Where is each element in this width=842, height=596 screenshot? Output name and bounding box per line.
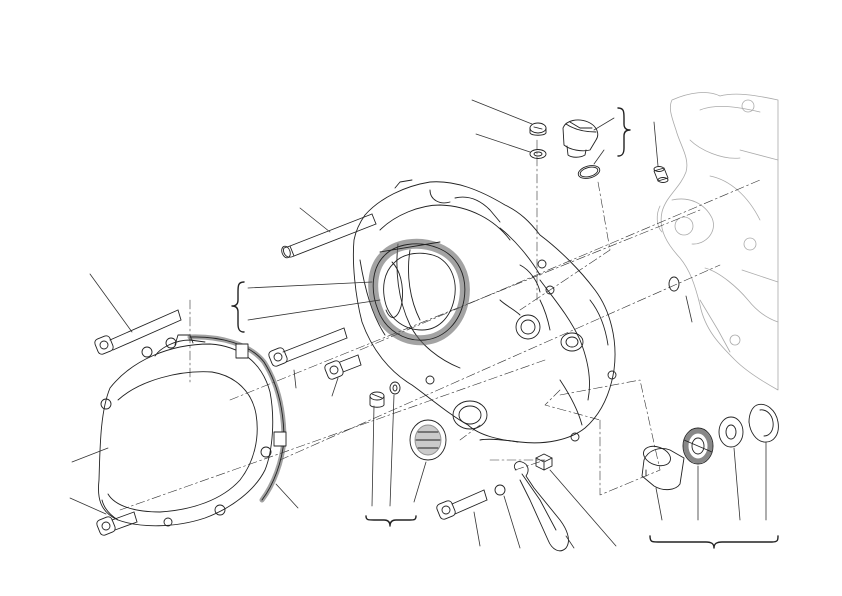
crankcase-outline — [656, 92, 779, 391]
small-ring — [494, 484, 506, 496]
assembly-axis-lines — [119, 139, 761, 511]
large-oil-seal — [368, 238, 470, 346]
long-screw-mid — [268, 327, 348, 367]
group-braces — [231, 107, 779, 549]
clutch-cover — [98, 334, 274, 527]
crankcase-cover — [352, 179, 617, 444]
sealing-washer — [529, 149, 547, 159]
long-screw-top — [281, 213, 377, 259]
o-ring-right — [668, 276, 680, 292]
brace-top-right — [617, 107, 631, 157]
brace-left — [231, 281, 245, 333]
brace-bottom-center — [365, 515, 417, 527]
bleed-screw — [529, 122, 547, 136]
wire-clip — [513, 461, 569, 552]
clutch-cover-gasket — [187, 334, 287, 503]
long-screw-left — [94, 309, 182, 355]
leader-lines — [69, 99, 767, 549]
long-screw-bottom — [436, 489, 488, 520]
dowel-pin — [653, 166, 669, 183]
small-washer — [389, 381, 401, 395]
oil-filler-plug — [562, 119, 599, 158]
bearing — [682, 427, 714, 465]
short-screw-mid — [324, 354, 362, 380]
cap-nut — [535, 453, 553, 471]
bushing — [641, 445, 685, 491]
o-ring — [577, 165, 601, 179]
short-screw-bottom-left — [96, 511, 138, 536]
circlip — [748, 403, 779, 443]
small-plug — [369, 391, 385, 408]
thrust-washer — [718, 416, 744, 448]
brace-bottom-right — [649, 535, 779, 549]
sight-glass — [409, 419, 447, 461]
